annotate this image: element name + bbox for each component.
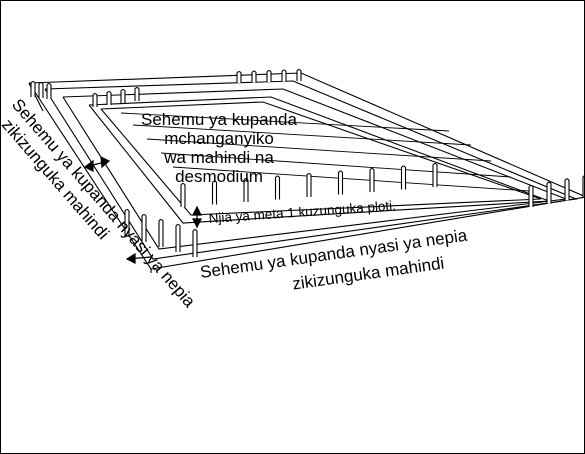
field-lines (28, 72, 584, 273)
stake (281, 69, 287, 82)
stake (266, 69, 272, 82)
stake (337, 170, 344, 195)
inner-plot-label-4: desmodium (175, 167, 263, 186)
stake (38, 81, 44, 98)
inner-plot-line-2 (100, 101, 542, 216)
stake (180, 182, 186, 207)
stake (400, 165, 407, 190)
stake (92, 92, 98, 107)
planting-rows (120, 112, 530, 192)
stake (106, 90, 112, 105)
stake (369, 167, 375, 192)
inner-plot-label-2: mchanganyiko (164, 129, 274, 148)
stake (141, 213, 147, 242)
stake (236, 70, 242, 83)
stake (134, 86, 140, 101)
stake (120, 88, 126, 103)
stake (546, 181, 552, 204)
inner-plot-label-1: Sehemu ya kupanda (141, 110, 297, 129)
stake (192, 228, 198, 257)
width-arrows (83, 155, 202, 264)
stake (296, 68, 302, 81)
pathway-label: Njia ya meta 1 kuzunguka ploti. (208, 198, 396, 226)
stake (582, 175, 584, 197)
stake (243, 177, 249, 202)
stake (30, 80, 36, 97)
stake (211, 180, 218, 205)
inner-plot-label-3: wa mahindi na (163, 148, 274, 167)
stakes (30, 68, 584, 257)
labels: Sehemu ya kupanda mchanganyiko wa mahind… (1, 95, 469, 311)
stake (274, 175, 281, 200)
stake (175, 223, 181, 252)
stake (251, 70, 257, 83)
stake (306, 172, 312, 197)
outer-border-line (28, 72, 584, 270)
stake (124, 208, 130, 237)
stake (432, 162, 438, 187)
nepia-outer-line (44, 80, 579, 260)
stake (564, 178, 570, 201)
stake (158, 218, 164, 247)
stake (46, 82, 52, 99)
stake (528, 184, 534, 207)
